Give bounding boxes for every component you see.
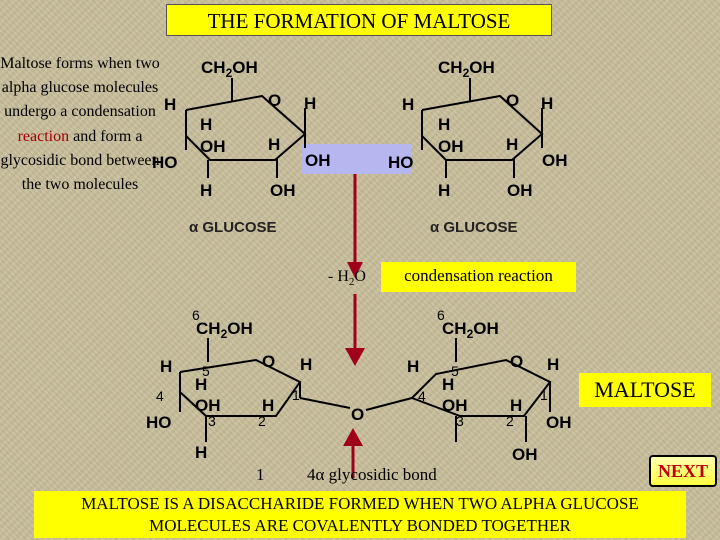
h-label: H xyxy=(506,135,518,154)
carbon-number: 6 xyxy=(437,307,445,323)
carbon-number: 5 xyxy=(451,363,459,379)
h-label: H xyxy=(195,443,207,462)
carbon-number: 3 xyxy=(456,413,464,429)
maltose-label: MALTOSE xyxy=(579,373,711,407)
ho-highlighted: HO xyxy=(388,153,414,172)
water-oxygen: O xyxy=(354,268,366,285)
carbon-number: 3 xyxy=(208,413,216,429)
water-subscript: 2 xyxy=(348,276,355,289)
h-label: H xyxy=(541,94,553,113)
carbon-number: 4 xyxy=(418,388,426,404)
h-label: H xyxy=(300,355,312,374)
ch2oh-label: CH2OH xyxy=(201,58,258,80)
glycosidic-pos4: 4 xyxy=(307,465,316,484)
description-text-2: reaction xyxy=(17,127,70,145)
h-label: H xyxy=(160,357,172,376)
water-minus: - H xyxy=(328,268,349,285)
next-button[interactable]: NEXT xyxy=(649,455,717,487)
ch2oh-label: CH2OH xyxy=(438,58,495,80)
page-title: THE FORMATION OF MALTOSE xyxy=(166,4,552,36)
bond xyxy=(365,397,413,411)
oh-label: OH xyxy=(195,396,221,415)
carbon-number: 4 xyxy=(156,388,164,404)
description: Maltose forms when two alpha glucose mol… xyxy=(0,52,160,197)
glucose-right: CH2OH O H H H OH H HO OH H OH α GLUCOSE xyxy=(388,58,568,236)
carbon-number: 2 xyxy=(258,413,266,429)
description-text-3: and form a glycosidic bond between the t… xyxy=(0,127,160,194)
h-label: H xyxy=(262,396,274,415)
ch2oh-label: CH2OH xyxy=(442,319,499,341)
h-label: H xyxy=(438,181,450,200)
h-label: H xyxy=(547,355,559,374)
h-label: H xyxy=(200,181,212,200)
summary-banner: MALTOSE IS A DISACCHARIDE FORMED WHEN TW… xyxy=(34,491,686,538)
glucose-left: CH2OH O H H H OH H HO OH H OH α GLUCOSE xyxy=(152,58,331,236)
description-text-1: Maltose forms when two alpha glucose mol… xyxy=(0,55,160,121)
carbon-number: 5 xyxy=(202,363,210,379)
water-arrow-head xyxy=(347,262,363,278)
oh-label: OH xyxy=(270,181,296,200)
ring-oxygen: O xyxy=(262,352,275,371)
alpha-symbol: α xyxy=(315,465,325,484)
glycosidic-pos1: 1 xyxy=(256,465,265,484)
water-removed-label: - H2O xyxy=(328,268,366,288)
h-label: H xyxy=(304,94,316,113)
ring-oxygen: O xyxy=(510,352,523,371)
reaction-arrow-head xyxy=(345,348,365,366)
water-highlight xyxy=(302,144,411,174)
oh-label: OH xyxy=(507,181,533,200)
h-label: H xyxy=(164,95,176,114)
h-label: H xyxy=(407,357,419,376)
carbon-number: 6 xyxy=(192,307,200,323)
maltose-right-ring: 6 CH2OH O H 5 H H 4 OH H 1 3 2 OH OH xyxy=(407,307,572,464)
oh-label: OH xyxy=(542,151,568,170)
oh-label: OH xyxy=(546,413,572,432)
ring-oxygen: O xyxy=(268,91,281,110)
h-label: H xyxy=(510,396,522,415)
maltose-ring-right xyxy=(411,358,552,417)
bond xyxy=(299,397,351,409)
oh-label: OH xyxy=(438,137,464,156)
h-label: H xyxy=(200,115,212,134)
carbon-number: 1 xyxy=(292,387,300,403)
ch2oh-label: CH2OH xyxy=(196,319,253,341)
glucose-caption-right: α GLUCOSE xyxy=(430,219,518,236)
oh-label: OH xyxy=(512,445,538,464)
maltose-left-ring: 6 CH2OH O H 5 H H 4 OH H 1 HO 3 2 H xyxy=(146,307,351,462)
glycosidic-arrow-head xyxy=(343,428,363,446)
ring-oxygen: O xyxy=(506,91,519,110)
h-label: H xyxy=(195,375,207,394)
condensation-label: condensation reaction xyxy=(381,262,576,292)
h-label: H xyxy=(268,135,280,154)
carbon-number: 1 xyxy=(540,387,548,403)
glycosidic-text: glycosidic bond xyxy=(324,465,437,484)
h-label: H xyxy=(402,95,414,114)
h-label: H xyxy=(438,115,450,134)
oh-label: OH xyxy=(200,137,226,156)
glycosidic-oxygen: O xyxy=(351,405,364,424)
ho-label: HO xyxy=(146,413,172,432)
carbon-number: 2 xyxy=(506,413,514,429)
oh-highlighted: OH xyxy=(305,151,331,170)
ho-label: HO xyxy=(152,153,178,172)
glycosidic-bond-label: 1 4α glycosidic bond xyxy=(256,465,437,485)
oh-label: OH xyxy=(442,396,468,415)
h-label: H xyxy=(442,375,454,394)
glucose-caption-left: α GLUCOSE xyxy=(189,219,277,236)
